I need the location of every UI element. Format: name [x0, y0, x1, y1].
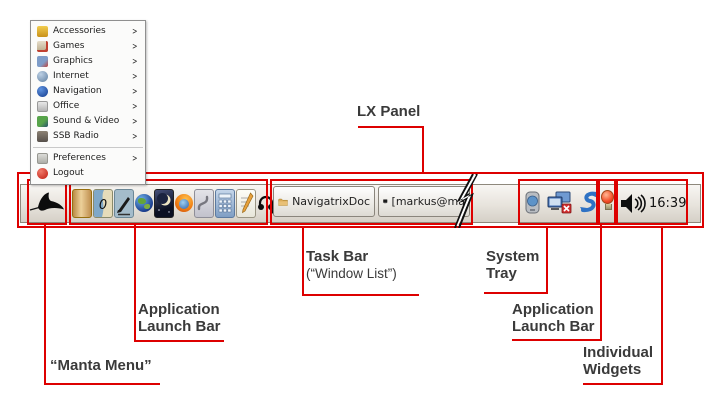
- night-sky-icon[interactable]: [154, 189, 174, 218]
- logout-icon: [37, 168, 48, 179]
- menu-item-label: Office: [53, 101, 80, 111]
- taskbar-window-terminal[interactable]: [markus@ma: [378, 186, 470, 217]
- world-globe-icon[interactable]: [135, 189, 153, 216]
- submenu-arrow-icon: >: [132, 71, 138, 82]
- menu-item-label: Logout: [53, 168, 84, 178]
- lightbulb-icon[interactable]: [601, 190, 615, 216]
- menu-item-label: Sound & Video: [53, 116, 120, 126]
- task-bar-label-line1: Task Bar: [306, 248, 369, 265]
- games-icon: [37, 41, 48, 52]
- manta-menu-button[interactable]: [29, 191, 66, 217]
- widgets-label-line2: Widgets: [583, 361, 642, 378]
- launch-bar-right-underline: [512, 339, 602, 341]
- calculator-icon[interactable]: [215, 189, 235, 218]
- menu-item-graphics[interactable]: Graphics >: [31, 54, 145, 69]
- menu-item-label: SSB Radio: [53, 131, 99, 141]
- menu-item-label: Internet: [53, 71, 89, 81]
- launch-bar-left-connector: [134, 225, 136, 340]
- menu-item-ssb-radio[interactable]: SSB Radio >: [31, 129, 145, 144]
- app-launch-bar-left-label: Application Launch Bar: [138, 301, 221, 335]
- system-tray: [523, 190, 600, 215]
- submenu-arrow-icon: >: [132, 131, 138, 142]
- menu-item-label: Accessories: [53, 26, 106, 36]
- task-bar-connector: [302, 228, 304, 294]
- submenu-arrow-icon: >: [132, 153, 138, 164]
- widgets-label-line1: Individual: [583, 344, 654, 361]
- system-tray-underline: [484, 292, 548, 294]
- preferences-icon: [37, 153, 48, 164]
- submenu-arrow-icon: >: [132, 116, 138, 127]
- system-tray-label-line1: System: [486, 248, 540, 265]
- menu-item-label: Preferences: [53, 153, 106, 163]
- clock-widget[interactable]: 16:39: [649, 196, 687, 211]
- menu-item-label: Graphics: [53, 56, 93, 66]
- manta-connector: [44, 225, 46, 383]
- menu-item-accessories[interactable]: Accessories >: [31, 24, 145, 39]
- logbook-icon[interactable]: [114, 189, 134, 218]
- internet-icon: [37, 71, 48, 82]
- menu-item-internet[interactable]: Internet >: [31, 69, 145, 84]
- image-viewer-icon[interactable]: [194, 189, 214, 218]
- app-launch-left-line2: Launch Bar: [138, 318, 221, 335]
- system-tray-connector: [546, 228, 548, 294]
- manta-ray-icon: [29, 192, 64, 211]
- menu-separator: [33, 147, 143, 148]
- firefox-icon[interactable]: [175, 189, 193, 216]
- system-tray-label-line2: Tray: [486, 265, 517, 282]
- app-launch-right-line1: Application: [512, 301, 594, 318]
- submenu-arrow-icon: >: [132, 101, 138, 112]
- volume-icon[interactable]: [620, 193, 647, 214]
- accessories-icon: [37, 26, 48, 37]
- submenu-arrow-icon: >: [132, 86, 138, 97]
- graphics-icon: [37, 56, 48, 67]
- launch-bar-left-underline: [134, 340, 224, 342]
- taskbar-window-title: [markus@ma: [391, 195, 465, 208]
- menu-item-label: Games: [53, 41, 85, 51]
- task-bar-underline: [302, 294, 419, 296]
- menu-item-navigation[interactable]: Navigation >: [31, 84, 145, 99]
- app-launch-left-line1: Application: [138, 301, 220, 318]
- taskbar-window-title: NavigatrixDoc: [292, 195, 370, 208]
- manta-underline: [44, 383, 160, 385]
- menu-item-label: Navigation: [53, 86, 102, 96]
- file-manager-icon[interactable]: [72, 189, 92, 218]
- folder-icon: [278, 198, 288, 206]
- task-bar-label-line2: (“Window List”): [306, 266, 397, 281]
- submenu-arrow-icon: >: [132, 41, 138, 52]
- menu-item-logout[interactable]: Logout: [31, 166, 145, 181]
- application-launch-bar: 0: [72, 189, 275, 218]
- lx-panel-underline: [358, 126, 424, 128]
- submenu-arrow-icon: >: [132, 26, 138, 37]
- app-launch-right-line2: Launch Bar: [512, 318, 595, 335]
- network-computers-icon[interactable]: [547, 190, 572, 215]
- text-editor-icon[interactable]: [236, 189, 256, 218]
- update-swirl-icon[interactable]: [577, 190, 600, 215]
- menu-item-games[interactable]: Games >: [31, 39, 145, 54]
- chart-plotter-icon[interactable]: 0: [93, 189, 113, 218]
- task-bar-label: Task Bar (“Window List”): [306, 248, 397, 282]
- gps-device-icon[interactable]: [523, 190, 542, 215]
- sound-video-icon: [37, 116, 48, 127]
- lx-panel-connector: [422, 126, 424, 173]
- menu-item-sound-video[interactable]: Sound & Video >: [31, 114, 145, 129]
- ssb-radio-icon: [37, 131, 48, 142]
- manta-menu-label: “Manta Menu”: [50, 357, 152, 374]
- system-tray-label: System Tray: [486, 248, 539, 282]
- taskbar-window-navigatrixdoc[interactable]: NavigatrixDoc: [273, 186, 375, 217]
- widgets-connector: [661, 228, 663, 385]
- office-icon: [37, 101, 48, 112]
- widgets-underline: [583, 383, 663, 385]
- app-launch-bar-right-label: Application Launch Bar: [512, 301, 595, 335]
- navigation-icon: [37, 86, 48, 97]
- svg-text:0: 0: [99, 198, 107, 213]
- submenu-arrow-icon: >: [132, 56, 138, 67]
- lx-panel-label: LX Panel: [357, 103, 421, 120]
- menu-item-office[interactable]: Office >: [31, 99, 145, 114]
- break-symbol: [454, 174, 478, 228]
- manta-menu-popup: Accessories > Games > Graphics > Interne…: [30, 20, 146, 185]
- menu-item-preferences[interactable]: Preferences >: [31, 151, 145, 166]
- individual-widgets-label: Individual Widgets: [583, 344, 653, 378]
- launch-bar-right-connector: [600, 225, 602, 341]
- terminal-icon: [383, 199, 388, 204]
